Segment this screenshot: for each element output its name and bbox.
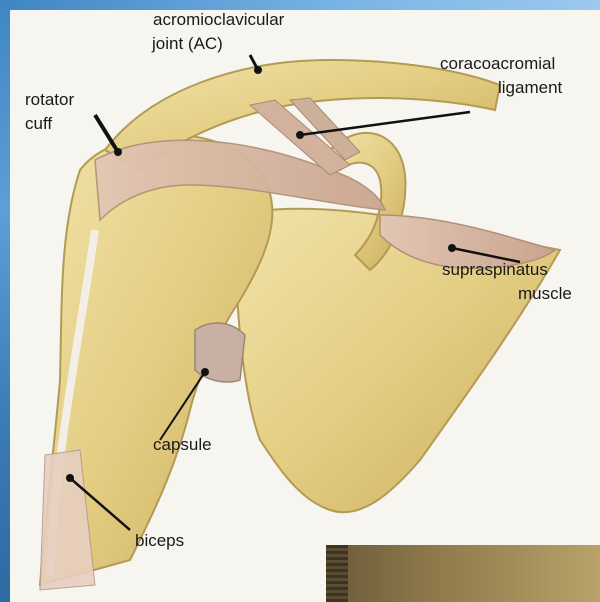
- corner-photo-fragment: [326, 545, 600, 602]
- label-coracoacromial-line1: coracoacromial: [440, 54, 555, 74]
- label-acromioclavicular-line1: acromioclavicular: [153, 10, 284, 30]
- label-biceps: biceps: [135, 531, 184, 551]
- label-supraspinatus-line1: supraspinatus: [442, 260, 548, 280]
- label-acromioclavicular-line2: joint (AC): [152, 34, 223, 54]
- corner-photo-stripe: [326, 545, 348, 602]
- label-rotator-line1: rotator: [25, 90, 74, 110]
- label-coracoacromial-line2: ligament: [498, 78, 562, 98]
- label-supraspinatus-line2: muscle: [518, 284, 572, 304]
- label-capsule: capsule: [153, 435, 212, 455]
- label-rotator-line2: cuff: [25, 114, 52, 134]
